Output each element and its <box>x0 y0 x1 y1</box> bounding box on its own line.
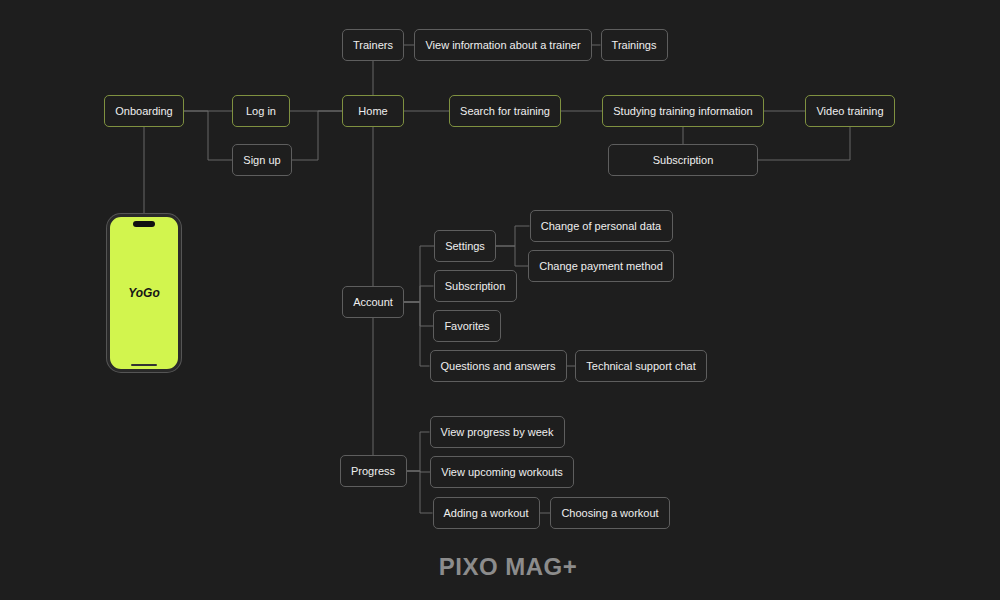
flow-box: Onboarding <box>104 95 184 127</box>
connector-line <box>407 471 433 513</box>
connector-line <box>496 226 530 246</box>
node-text: View information about a trainer <box>425 39 580 51</box>
connector-line <box>407 432 430 471</box>
process-box: Favorites <box>433 310 501 342</box>
node-text: View progress by week <box>441 426 554 438</box>
watermark: PIXO MAG+ <box>439 553 578 581</box>
process-box: Trainings <box>601 29 668 61</box>
process-box: Sign up <box>232 144 292 176</box>
connector-line <box>404 286 434 302</box>
node-text: Progress <box>351 465 395 477</box>
process-box: Change payment method <box>528 250 674 282</box>
process-box: View progress by week <box>430 416 565 448</box>
process-box: Account <box>342 286 404 318</box>
node-text: Sign up <box>243 154 280 166</box>
process-box: Trainers <box>342 29 404 61</box>
process-box: Technical support chat <box>575 350 707 382</box>
connector-line <box>496 246 528 266</box>
node-text: Technical support chat <box>586 360 695 372</box>
connector-line <box>373 61 374 95</box>
flow-box: Home <box>342 95 404 127</box>
process-box: Progress <box>340 455 407 487</box>
node-text: Favorites <box>444 320 489 332</box>
node-text: Trainers <box>353 39 393 51</box>
connector-line <box>404 302 433 326</box>
home-indicator <box>131 364 157 366</box>
process-box: Settings <box>434 230 496 262</box>
connector-line <box>561 111 602 112</box>
connector-line <box>683 127 684 144</box>
connector-line <box>592 45 601 46</box>
node-text: Trainings <box>612 39 657 51</box>
node-text: Log in <box>246 105 276 117</box>
connector-line <box>373 318 374 455</box>
node-text: Settings <box>445 240 485 252</box>
process-box: Subscription <box>608 144 758 176</box>
phone-notch <box>133 221 155 227</box>
flow-box: Search for training <box>449 95 561 127</box>
connector-line <box>144 127 145 214</box>
connector-line <box>404 45 414 46</box>
node-text: Subscription <box>445 280 506 292</box>
connector-line <box>764 111 805 112</box>
connector-line <box>373 127 374 286</box>
node-text: Search for training <box>460 105 550 117</box>
phone-screen: YoGo <box>107 214 181 372</box>
node-text: Home <box>358 105 387 117</box>
connector-line <box>292 111 342 160</box>
process-box: View information about a trainer <box>414 29 592 61</box>
node-text: Change payment method <box>539 260 663 272</box>
node-text: View upcoming workouts <box>441 466 562 478</box>
connector-line <box>404 302 430 366</box>
connector-line <box>184 111 232 160</box>
process-box: View upcoming workouts <box>430 456 574 488</box>
node-text: Choosing a workout <box>561 507 658 519</box>
process-box: Choosing a workout <box>550 497 670 529</box>
node-text: Change of personal data <box>541 220 661 232</box>
node-text: Questions and answers <box>441 360 556 372</box>
process-box: Questions and answers <box>430 350 567 382</box>
process-box: Subscription <box>434 270 517 302</box>
node-text: Video training <box>816 105 883 117</box>
node-text: Account <box>353 296 393 308</box>
connector-line <box>540 513 551 514</box>
node-text: Adding a workout <box>444 507 529 519</box>
node-text: YoGo <box>128 286 160 300</box>
node-text: Studying training information <box>613 105 752 117</box>
flow-box: Video training <box>805 95 895 127</box>
node-text: Onboarding <box>115 105 173 117</box>
flow-box: Studying training information <box>602 95 764 127</box>
connector-line <box>567 366 576 367</box>
flow-box: Log in <box>232 95 290 127</box>
process-box: Change of personal data <box>530 210 673 242</box>
connector-line <box>758 127 850 160</box>
node-text: Subscription <box>653 154 714 166</box>
process-box: Adding a workout <box>433 497 540 529</box>
connector-line <box>404 111 449 112</box>
connector-line <box>404 246 434 302</box>
